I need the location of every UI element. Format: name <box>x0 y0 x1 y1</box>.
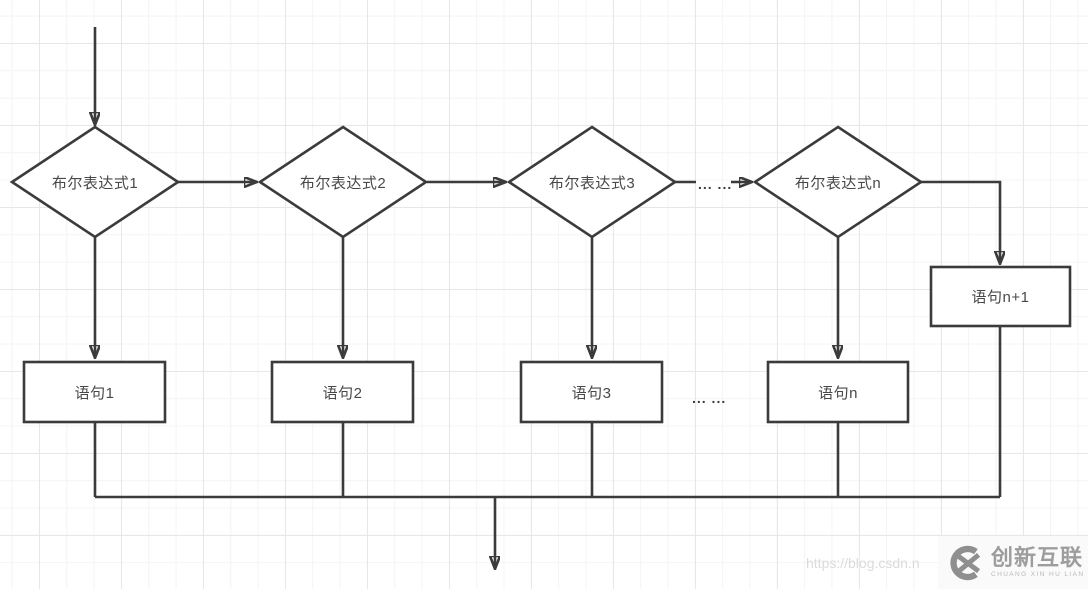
statement-1-shape <box>22 360 167 424</box>
chuangxin-logo-icon <box>950 545 981 580</box>
decision-1-shape <box>9 125 181 239</box>
arrow-decisionN-to-statementN1 <box>921 180 1000 263</box>
logo-subtext: CHUANG XIN HU LIAN <box>991 570 1085 578</box>
statement-3-shape <box>519 360 664 424</box>
decision-3-shape <box>506 125 678 239</box>
decision-n-shape <box>752 125 924 239</box>
statement-2-shape <box>270 360 415 424</box>
statement-n-shape <box>766 360 910 424</box>
logo-name: 创新互联 <box>991 544 1084 570</box>
logo-text-column: 创新互联 CHUANG XIN HU LIAN <box>991 544 1085 579</box>
csdn-url-watermark: https://blog.csdn.n <box>806 555 920 571</box>
logo-watermark: 创新互联 CHUANG XIN HU LIAN <box>938 536 1088 589</box>
decision-2-shape <box>257 125 429 239</box>
statement-n1-shape <box>929 265 1072 328</box>
